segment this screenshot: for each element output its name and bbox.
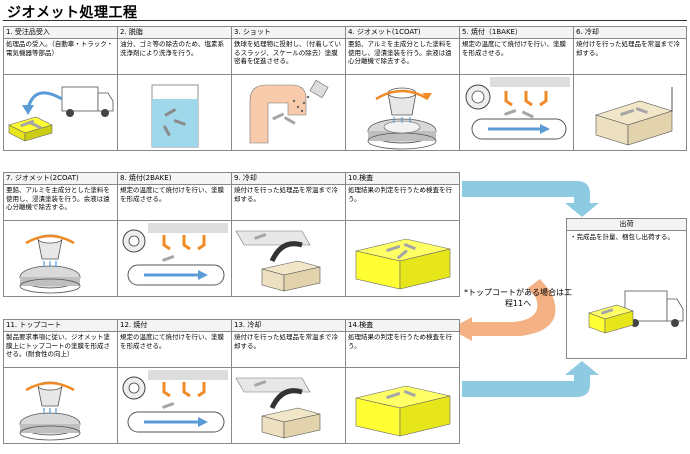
step-label: 5. 焼付（1BAKE） (460, 27, 573, 39)
step-label: 1. 受注品受入 (4, 27, 117, 39)
cooling-conveyor-illustration (232, 221, 345, 296)
step-6-panel: 6. 冷却 焼付けを行った処理品を常温まで冷却する。 (573, 26, 687, 151)
step-11-panel: 11. トップコート 製品要求事項に従い、ジオメット塗膜上にトップコートの塗膜を… (3, 319, 118, 444)
flow-arrow-row2-to-shipping (462, 181, 599, 217)
step-3-panel: 3. ショット 鉄球を処理物に投射し、（付着しているスラッジ、スケールの除去）塗… (231, 26, 346, 151)
inspection-box-illustration (346, 221, 459, 296)
step-8-panel: 8. 焼付(2BAKE) 規定の温度にて焼付けを行い、塗膜を形成させる。 (117, 172, 232, 297)
step-12-panel: 12. 焼付 規定の温度にて焼付けを行い、塗膜を形成させる。 (117, 319, 232, 444)
page-title: ジオメット処理工程 (7, 5, 138, 21)
baking-oven-illustration (118, 368, 231, 443)
step-1-panel: 1. 受注品受入 処理品の受入。（自動車・トラック・電気機器等部品） (3, 26, 118, 151)
step-label: 11. トップコート (4, 320, 117, 332)
step-description: 油分、ゴミ等の除去のため、塩素系洗浄剤により洗浄を行う。 (118, 39, 231, 75)
baking-oven-illustration (460, 75, 573, 150)
step-description: 亜鉛、アルミを主成分とした塗料を使用し、浸漬塗装を行う。余液は遠心分離機で除去す… (4, 185, 117, 221)
centrifuge-illustration (346, 75, 459, 150)
cooling-cart-illustration (574, 75, 687, 150)
step-10-panel: 10.検査 処理結果の判定を行うため検査を行う。 (345, 172, 460, 297)
step-description: 規定の温度にて焼付けを行い、塗膜を形成させる。 (460, 39, 573, 75)
step-label: 7. ジオメット(2COAT) (4, 173, 117, 185)
centrifuge-illustration (4, 368, 117, 443)
step-description: 焼付けを行った処理品を常温まで冷却する。 (232, 185, 345, 221)
step-label: 2. 脱脂 (118, 27, 231, 39)
step-label: 10.検査 (346, 173, 459, 185)
step-label: 12. 焼付 (118, 320, 231, 332)
step-4-panel: 4. ジオメット(1COAT) 亜鉛、アルミを主成分とした塗料を使用し、浸漬塗装… (345, 26, 460, 151)
shipping-description: ・完成品を計量、梱包し出荷する。 (570, 233, 674, 241)
baking-oven-illustration (118, 221, 231, 296)
step-2-panel: 2. 脱脂 油分、ゴミ等の除去のため、塩素系洗浄剤により洗浄を行う。 (117, 26, 232, 151)
step-description: 鉄球を処理物に投射し、（付着しているスラッジ、スケールの除去）塗膜密着を促進させ… (232, 39, 345, 75)
truck-unload-illustration (4, 75, 117, 150)
step-13-panel: 13. 冷却 焼付けを行った処理品を常温まで冷却する。 (231, 319, 346, 444)
step-description: 亜鉛、アルミを主成分とした塗料を使用し、浸漬塗装を行う。余液は遠心分離機で除去す… (346, 39, 459, 75)
degreasing-tank-illustration (118, 75, 231, 150)
shot-blast-illustration (232, 75, 345, 150)
step-description: 焼付けを行った処理品を常温まで冷却する。 (232, 332, 345, 368)
shipping-truck-illustration (567, 285, 686, 357)
step-description: 製品要求事項に従い、ジオメット塗膜上にトップコートの塗膜を形成させる。(耐食性の… (4, 332, 117, 368)
step-label: 8. 焼付(2BAKE) (118, 173, 231, 185)
step-label: 14.検査 (346, 320, 459, 332)
step-description: 処理結果の判定を行うため検査を行う。 (346, 332, 459, 368)
cooling-conveyor-illustration (232, 368, 345, 443)
step-label: 4. ジオメット(1COAT) (346, 27, 459, 39)
centrifuge-illustration (4, 221, 117, 296)
flow-arrow-row3-to-shipping (462, 361, 599, 397)
step-description: 処理品の受入。（自動車・トラック・電気機器等部品） (4, 39, 117, 75)
title-underline (3, 20, 687, 21)
step-label: 3. ショット (232, 27, 345, 39)
step-5-panel: 5. 焼付（1BAKE） 規定の温度にて焼付けを行い、塗膜を形成させる。 (459, 26, 574, 151)
step-9-panel: 9. 冷却 焼付けを行った処理品を常温まで冷却する。 (231, 172, 346, 297)
step-description: 規定の温度にて焼付けを行い、塗膜を形成させる。 (118, 332, 231, 368)
step-description: 規定の温度にて焼付けを行い、塗膜を形成させる。 (118, 185, 231, 221)
step-label: 13. 冷却 (232, 320, 345, 332)
inspection-box-illustration (346, 368, 459, 443)
shipping-panel: 出荷 ・完成品を計量、梱包し出荷する。 (566, 218, 687, 359)
step-description: 焼付けを行った処理品を常温まで冷却する。 (574, 39, 686, 75)
step-description: 処理結果の判定を行うため検査を行う。 (346, 185, 459, 221)
step-label: 6. 冷却 (574, 27, 686, 39)
shipping-label: 出荷 (567, 219, 686, 231)
step-14-panel: 14.検査 処理結果の判定を行うため検査を行う。 (345, 319, 460, 444)
topcoat-note: *トップコートがある場合は工程11へ (464, 288, 572, 308)
step-label: 9. 冷却 (232, 173, 345, 185)
step-7-panel: 7. ジオメット(2COAT) 亜鉛、アルミを主成分とした塗料を使用し、浸漬塗装… (3, 172, 118, 297)
